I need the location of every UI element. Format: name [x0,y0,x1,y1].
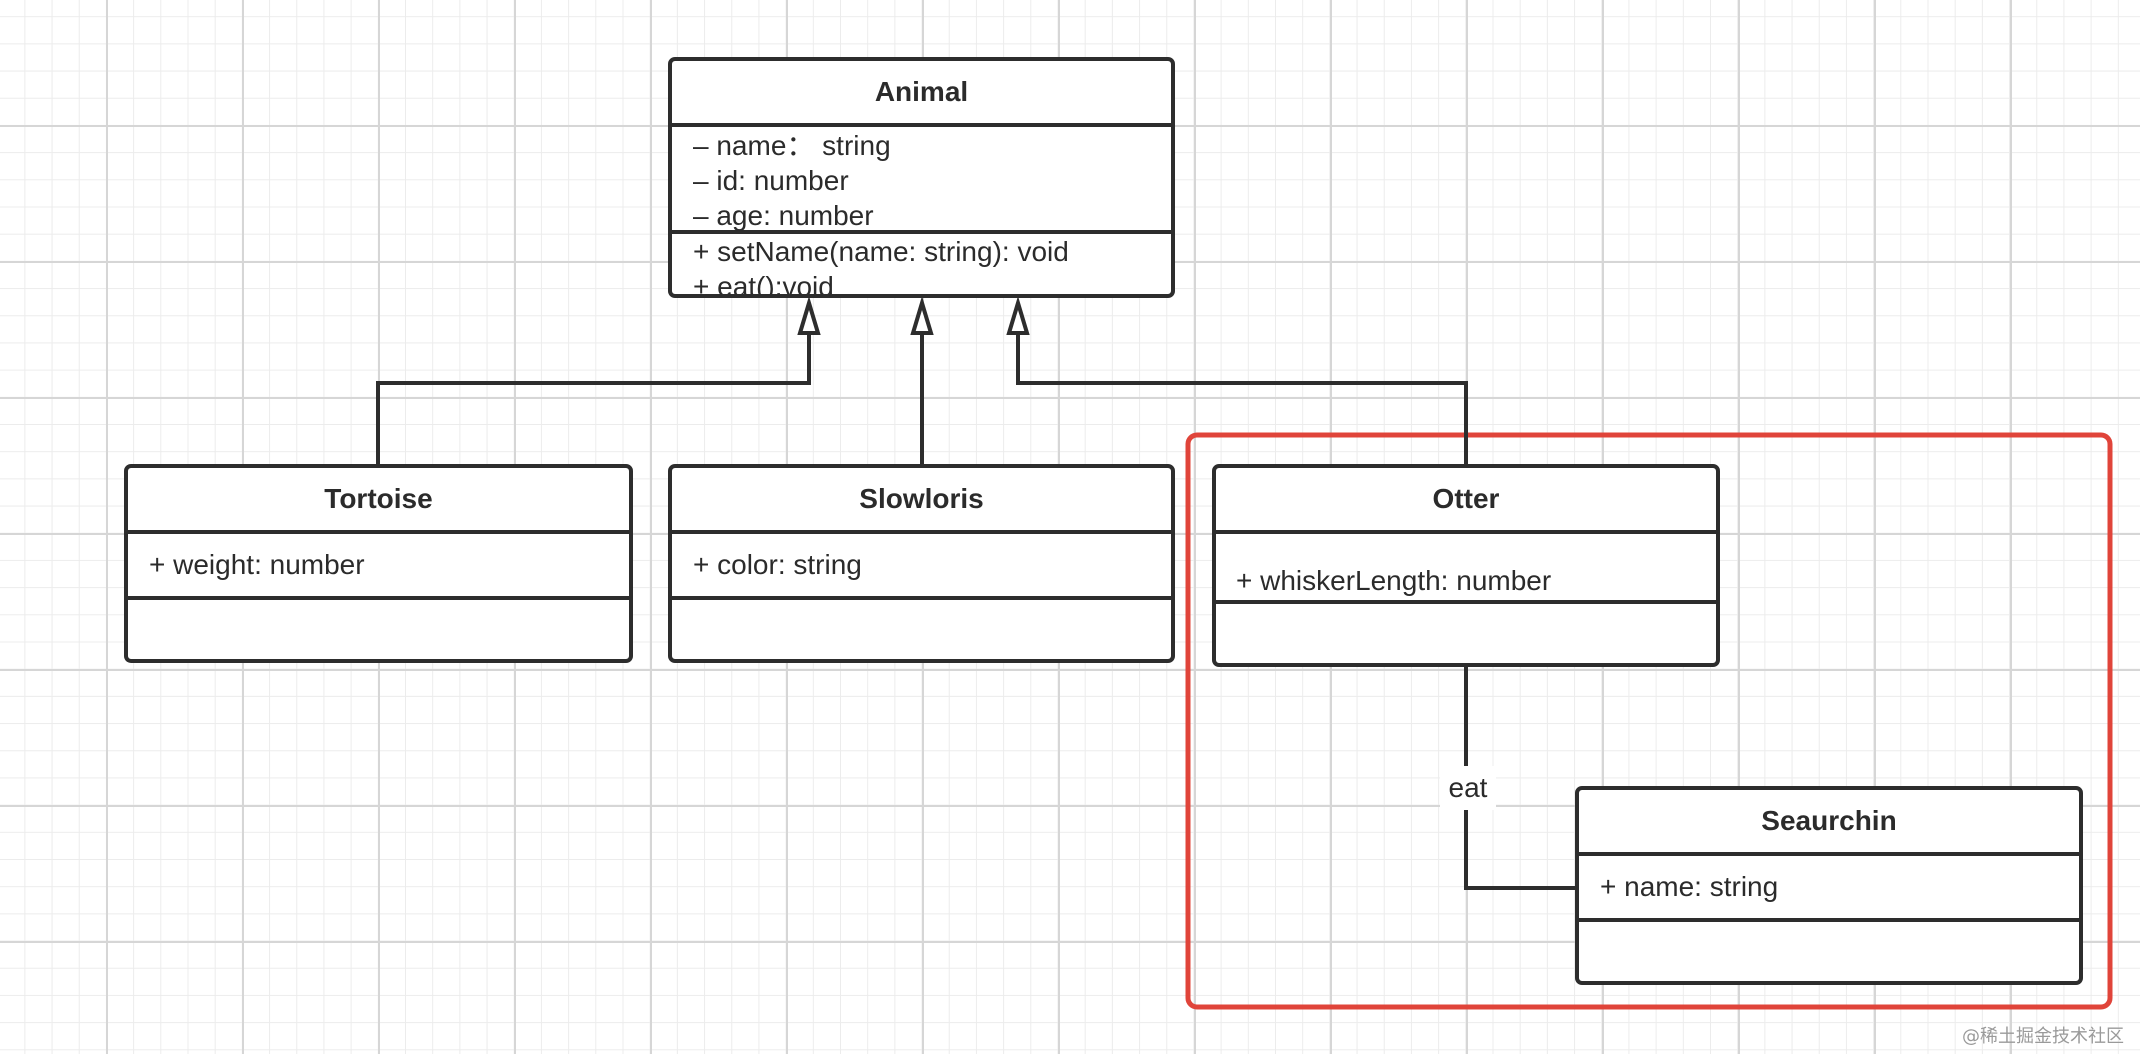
class-animal-name: Animal [672,61,1171,127]
watermark: @稀土掘金技术社区 [1962,1026,2124,1047]
attribute-seaurchin-name: + name: string [1600,871,1779,902]
association-line-eat [1464,667,1575,890]
class-tortoise-attributes: + weight: number [128,534,629,600]
class-animal-attributes: – name： string – id: number – age: numbe… [672,127,1171,234]
attribute-weight: + weight: number [149,549,365,580]
class-slowloris-attributes: + color: string [672,534,1171,600]
class-slowloris-name: Slowloris [672,468,1171,534]
attribute-age: – age: number [693,200,874,231]
attribute-id: – id: number [693,165,849,196]
attribute-name: – name： string [693,130,891,161]
inheritance-arrowhead-slowloris [910,296,934,335]
attribute-color: + color: string [693,549,862,580]
class-tortoise-methods [128,600,629,659]
highlight-box [1185,432,2113,1010]
class-seaurchin-attributes: + name: string [1579,856,2079,922]
class-animal-methods: + setName(name: string): void + eat():vo… [672,234,1171,298]
attribute-whiskerlength: + whiskerLength: number [1236,565,1552,596]
association-label-eat: eat [1440,766,1496,810]
class-otter-name: Otter [1216,468,1716,534]
class-seaurchin-methods [1579,922,2079,981]
class-slowloris[interactable]: Slowloris + color: string [668,464,1175,663]
class-slowloris-methods [672,600,1171,659]
inheritance-line-otter [1016,333,1468,464]
method-setname: + setName(name: string): void [693,236,1069,267]
class-otter-methods [1216,604,1716,663]
class-tortoise-name: Tortoise [128,468,629,534]
inheritance-arrowhead-otter [1006,296,1030,335]
class-seaurchin[interactable]: Seaurchin + name: string [1575,786,2083,985]
inheritance-line-tortoise [376,333,811,464]
class-seaurchin-name: Seaurchin [1579,790,2079,856]
class-animal[interactable]: Animal – name： string – id: number – age… [668,57,1175,298]
class-otter-attributes: + whiskerLength: number [1216,534,1716,604]
method-eat: + eat():void [693,271,834,298]
inheritance-arrowhead-tortoise [797,296,821,335]
class-tortoise[interactable]: Tortoise + weight: number [124,464,633,663]
class-otter[interactable]: Otter + whiskerLength: number [1212,464,1720,667]
